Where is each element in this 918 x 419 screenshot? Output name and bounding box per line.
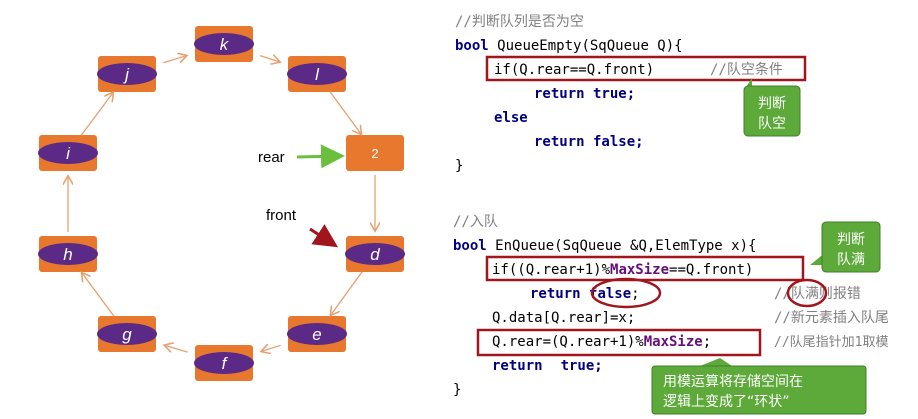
comment-queue-empty: //判断队列是否为空	[455, 14, 584, 30]
queue-element-ellipse	[287, 63, 347, 85]
return-true-final: return true;	[492, 358, 603, 374]
front-label: front	[266, 207, 297, 224]
callout-full: 判断 队满	[810, 221, 881, 273]
queue-empty-signature: bool QueueEmpty(SqQueue Q){	[455, 38, 683, 54]
return-true-line: return true;	[534, 86, 635, 102]
queue-element-ellipse	[38, 243, 98, 265]
queue-slot-g: g	[97, 316, 157, 352]
queue-link-arrow	[80, 93, 112, 136]
queue-slot-d: d	[345, 236, 405, 272]
empty-if-comment: //队空条件	[710, 61, 783, 78]
circular-queue-diagram: k l 2 d e f g h i j rear front	[38, 26, 405, 381]
queue-slot-label: i	[66, 144, 71, 163]
return-value: false	[589, 286, 631, 302]
queue-slot-label: g	[122, 325, 132, 344]
return-end: ;	[631, 286, 639, 302]
assign-data-line: Q.data[Q.rear]=x;	[492, 310, 635, 326]
keyword-bool: bool	[453, 238, 495, 254]
rear-mod-line: Q.rear=(Q.rear+1)%MaxSize;	[492, 334, 711, 350]
queue-slot-label: l	[315, 65, 320, 84]
rear-pointer-arrow	[296, 144, 345, 169]
final-return-kw: return	[492, 358, 543, 374]
signature-rest: QueueEmpty(SqQueue Q){	[497, 38, 682, 54]
queue-slot-k: k	[194, 26, 254, 62]
comment-enqueue: //入队	[453, 214, 498, 230]
queue-slot-label: f	[222, 354, 229, 373]
final-return-val: true;	[561, 358, 603, 374]
full-comment-highlight-ellipse	[786, 278, 828, 308]
queue-element-ellipse	[345, 243, 405, 265]
callout-mod-line1: 用模运算将存储空间在	[663, 374, 803, 390]
callout-empty-line2: 队空	[758, 116, 786, 132]
signature-rest: EnQueue(SqQueue &Q,ElemType x){	[495, 238, 756, 254]
empty-condition-highlight	[485, 55, 807, 82]
else-line: else	[494, 110, 528, 126]
queue-element-ellipse	[97, 323, 157, 345]
queue-slot-label: h	[63, 245, 72, 264]
full-error-comment: //队满则报错	[774, 286, 861, 302]
queue-slot-label: 2	[371, 146, 378, 161]
queue-slot-f: f	[194, 345, 254, 381]
callout-mod-line2: 逻辑上变成了“环状”	[663, 394, 790, 410]
callout-empty-line1: 判断	[758, 96, 786, 112]
queue-element-ellipse	[287, 323, 347, 345]
rear-mod-a: Q.rear=(Q.rear+1)%	[492, 334, 644, 350]
queue-element-ellipse	[97, 63, 157, 85]
return-kw: return	[530, 286, 589, 302]
full-check-line: if((Q.rear+1)%MaxSize==Q.front)	[492, 262, 753, 278]
enqueue-signature: bool EnQueue(SqQueue &Q,ElemType x){	[453, 238, 756, 254]
keyword-bool: bool	[455, 38, 497, 54]
queue-element-ellipse	[194, 352, 254, 374]
rear-label: rear	[258, 149, 285, 166]
close-brace-2: }	[453, 382, 461, 398]
queue-slot-i: i	[38, 135, 98, 171]
queue-slot-l: l	[287, 56, 347, 92]
rear-mod-comment: //队尾指针加1取模	[774, 335, 888, 350]
queue-slot-label: d	[370, 245, 380, 264]
queue-element-ellipse	[194, 33, 254, 55]
queue-slot-2: 2	[346, 135, 404, 171]
queue-slot-label: e	[312, 325, 321, 344]
queue-link-arrow	[259, 56, 279, 62]
callout-mod: 用模运算将存储空间在 逻辑上变成了“环状”	[651, 358, 867, 415]
queue-link-arrow	[163, 56, 185, 64]
return-false-line: return false;	[534, 134, 644, 150]
rear-mod-maxsize: MaxSize	[644, 334, 703, 350]
queue-link-arrow	[82, 273, 115, 317]
callout-full-line2: 队满	[837, 252, 865, 268]
queue-link-arrow	[262, 345, 281, 351]
queue-link-arrow	[331, 271, 363, 315]
queue-slot-box	[346, 135, 404, 171]
queue-element-ellipse	[38, 142, 98, 164]
callout-full-line1: 判断	[837, 232, 865, 248]
full-check-a: if((Q.rear+1)%	[492, 262, 611, 278]
empty-if-line: if(Q.rear==Q.front)	[494, 62, 654, 78]
queue-slot-label: j	[123, 65, 130, 84]
queue-slot-e: e	[287, 316, 347, 352]
front-pointer-arrow	[309, 224, 339, 248]
full-check-maxsize: MaxSize	[610, 262, 669, 278]
callout-empty: 判断 队空	[743, 78, 801, 137]
queue-slot-label: k	[220, 35, 230, 54]
full-check-c: ==Q.front)	[669, 262, 753, 278]
rear-mod-c: ;	[703, 334, 711, 350]
queue-link-arrow	[165, 345, 188, 353]
empty-if-code: if(Q.rear==Q.front)	[494, 62, 654, 78]
full-condition-highlight	[485, 255, 805, 282]
queue-slot-h: h	[38, 236, 98, 272]
queue-link-arrow	[329, 91, 361, 134]
rear-mod-highlight	[476, 328, 762, 357]
queue-slot-j: j	[97, 56, 157, 92]
code-panel: //判断队列是否为空 bool QueueEmpty(SqQueue Q){ i…	[453, 14, 889, 415]
false-highlight-ellipse	[590, 277, 662, 309]
assign-data-comment: //新元素插入队尾	[774, 310, 889, 326]
close-brace-1: }	[455, 158, 463, 174]
return-false-full-line: return false;	[530, 286, 640, 302]
